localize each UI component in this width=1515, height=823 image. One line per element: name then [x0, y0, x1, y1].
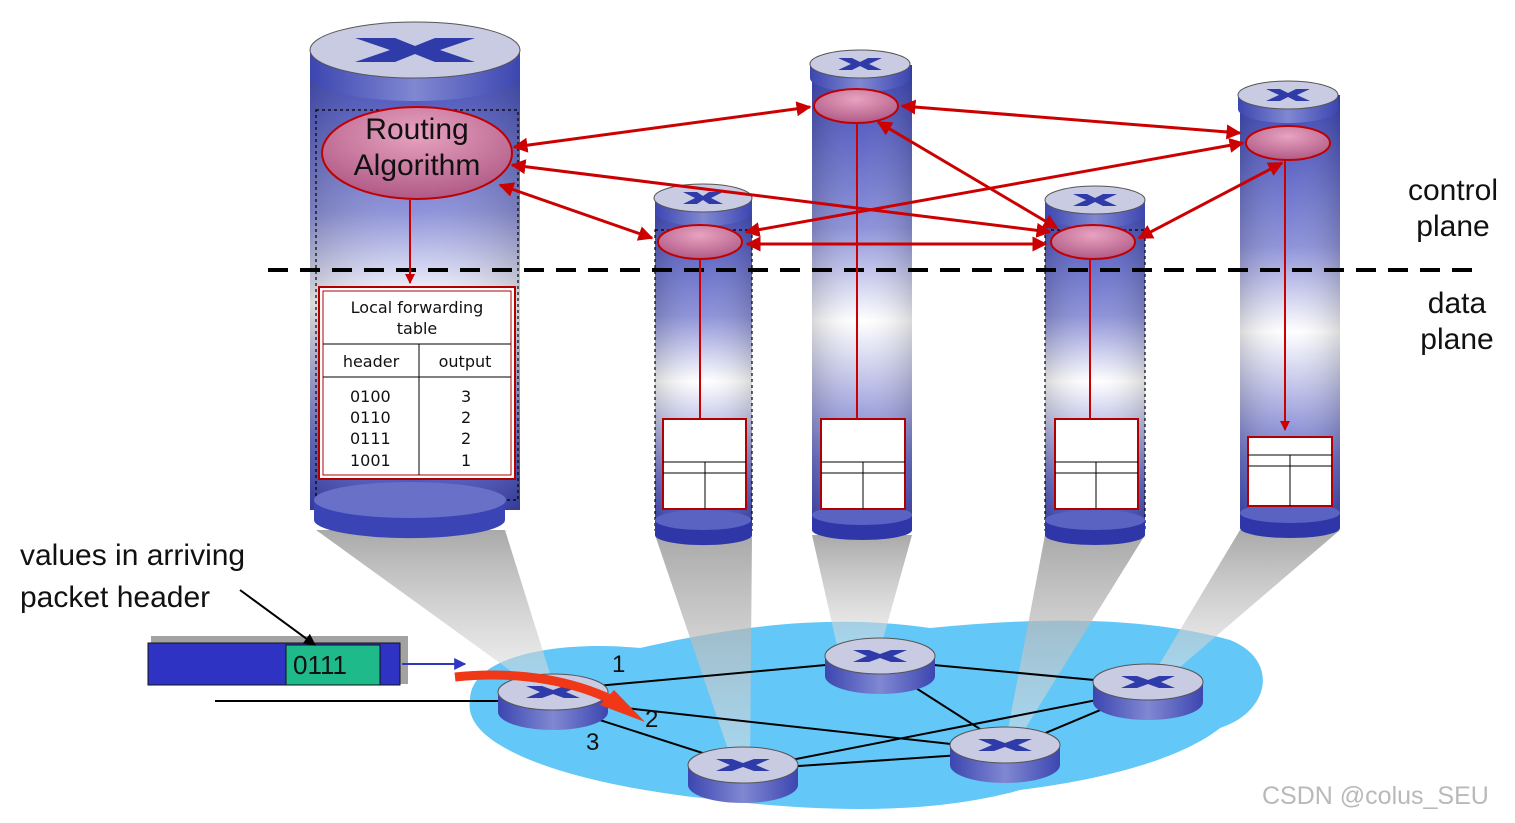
table-row-header: 0111 [350, 429, 391, 448]
small-forwarding-table-1 [662, 418, 747, 510]
projection-beams [316, 530, 1340, 770]
data-plane-line1: data [1427, 287, 1487, 320]
forwarding-path-arrow [454, 670, 614, 705]
router-icon [838, 58, 882, 70]
forwarding-arrowhead [600, 690, 645, 722]
router-icon [1266, 89, 1310, 101]
local-forwarding-table [318, 286, 516, 480]
local-agent-4 [1245, 125, 1331, 161]
port-label-3: 3 [586, 729, 600, 756]
watermark: CSDN @colus_SEU [1262, 782, 1489, 810]
header-pointer-arrow [239, 589, 316, 646]
router-icon [526, 686, 580, 698]
packet-header-value: 0111 [293, 650, 347, 680]
table-row-header: 0100 [350, 387, 391, 406]
data-plane-label: data plane [1397, 286, 1515, 358]
small-forwarding-table-3 [1054, 418, 1139, 510]
column-header-output: output [438, 352, 492, 371]
routing-algorithm-line1: Routing [365, 113, 469, 146]
control-plane-line2: plane [1416, 210, 1490, 243]
router-icon [978, 739, 1032, 751]
control-plane-label: control plane [1393, 173, 1513, 245]
network-router-right [1092, 663, 1204, 720]
table-row-output: 1 [461, 451, 472, 470]
router-icon [1121, 676, 1175, 688]
port-label-1: 1 [612, 651, 626, 678]
local-agent-1 [657, 224, 743, 260]
data-plane-line2: plane [1420, 323, 1494, 356]
arriving-header-line2: packet header [20, 581, 211, 614]
routing-algorithm-label: Routing Algorithm [322, 112, 512, 184]
forwarding-table-title-line1: Local forwarding [350, 298, 484, 317]
router-icon [716, 759, 770, 771]
table-row-output: 3 [461, 387, 472, 406]
table-install-arrows [405, 124, 1290, 434]
forwarding-table-title-line2: table [396, 319, 438, 338]
table-row-output: 2 [461, 429, 472, 448]
control-plane-line1: control [1407, 174, 1499, 207]
table-row-output: 2 [461, 408, 472, 427]
network-router-bottom-left [687, 746, 799, 803]
routing-algorithm-ellipse [321, 106, 513, 200]
table-row-header: 0110 [350, 408, 391, 427]
arriving-header-label: values in arriving packet header [20, 535, 245, 619]
network-cloud [469, 620, 1263, 810]
port-label-2: 2 [645, 706, 659, 733]
router-icon [853, 650, 907, 662]
small-forwarding-table-4 [1247, 436, 1333, 507]
arriving-packet [147, 636, 408, 686]
arriving-header-line1: values in arriving [20, 539, 246, 572]
local-agent-2 [813, 88, 899, 124]
router-icon [355, 38, 475, 62]
column-header-header: header [342, 352, 400, 371]
routing-algorithm-line2: Algorithm [353, 149, 481, 182]
table-row-header: 1001 [350, 451, 391, 470]
forwarding-table-title: Local forwarding table [323, 297, 511, 339]
network-router-top [824, 637, 936, 694]
control-arrows [498, 99, 1284, 252]
small-forwarding-table-2 [820, 418, 906, 510]
network-router-bottom-right [949, 726, 1061, 783]
local-agent-3 [1050, 224, 1136, 260]
